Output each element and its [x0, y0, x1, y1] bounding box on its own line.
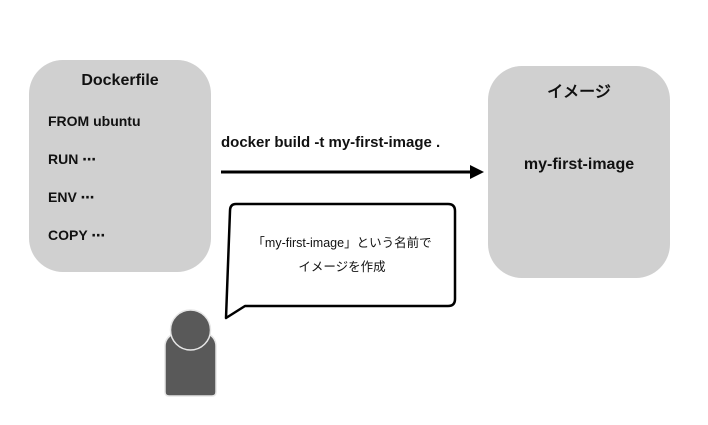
image-title: イメージ	[547, 84, 611, 101]
person-icon	[164, 309, 217, 397]
dockerfile-box: Dockerfile FROM ubuntu RUN ⋯ ENV ⋯ COPY …	[29, 60, 211, 272]
dockerfile-line-copy: COPY ⋯	[48, 227, 106, 243]
speech-line-1: 「my-first-image」という名前で	[252, 236, 432, 250]
image-name: my-first-image	[523, 156, 635, 173]
image-box: イメージ my-first-image	[488, 66, 670, 278]
dockerfile-line-run: RUN ⋯	[48, 151, 97, 167]
build-command-label: docker build -t my-first-image .	[221, 134, 441, 151]
build-arrow	[221, 165, 484, 179]
dockerfile-line-from: FROM ubuntu	[48, 113, 141, 129]
speech-line-2: イメージを作成	[298, 260, 386, 274]
speech-bubble	[224, 202, 457, 320]
dockerfile-title: Dockerfile	[81, 72, 159, 89]
dockerfile-line-env: ENV ⋯	[48, 189, 95, 205]
